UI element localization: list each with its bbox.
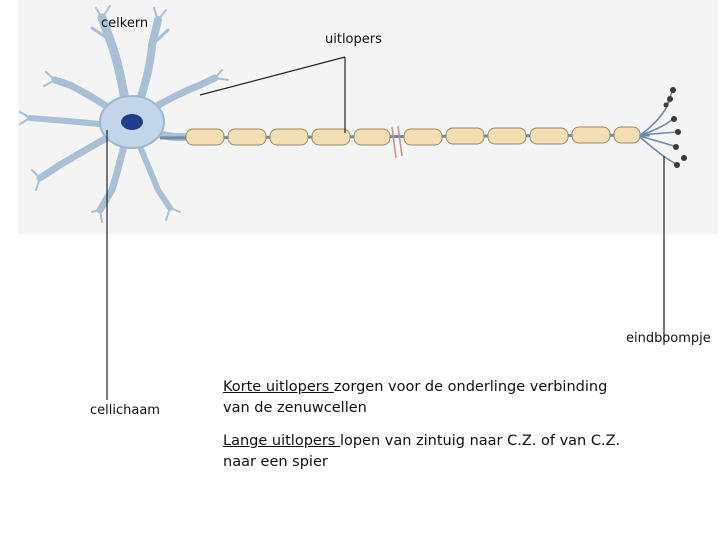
note-korte-uitlopers: Korte uitlopers zorgen voor de onderling… [223,377,643,419]
axon-terminal [639,91,677,165]
label-uitlopers: uitlopers [325,32,382,47]
label-cellichaam: cellichaam [90,403,160,418]
leader-lines [106,56,665,400]
note-text: van de zenuwcellen [223,400,367,416]
note-text: naar een spier [223,454,328,470]
leader-line-uitlopers [199,56,346,133]
note-term: Korte uitlopers [223,379,334,395]
note-text: lopen van zintuig naar C.Z. of van C.Z. [339,433,621,449]
note-term: Lange uitlopers [223,433,340,449]
nucleus [121,114,143,130]
label-celkern: celkern [101,16,149,31]
note-text: zorgen voor de onderlinge verbinding [333,379,608,395]
myelin-sheath [185,126,641,146]
axon-break-mark [391,125,403,159]
label-eindboompje: eindboompje [626,331,711,346]
note-lange-uitlopers: Lange uitlopers lopen van zintuig naar C… [223,431,643,473]
terminal-buttons [663,87,687,168]
